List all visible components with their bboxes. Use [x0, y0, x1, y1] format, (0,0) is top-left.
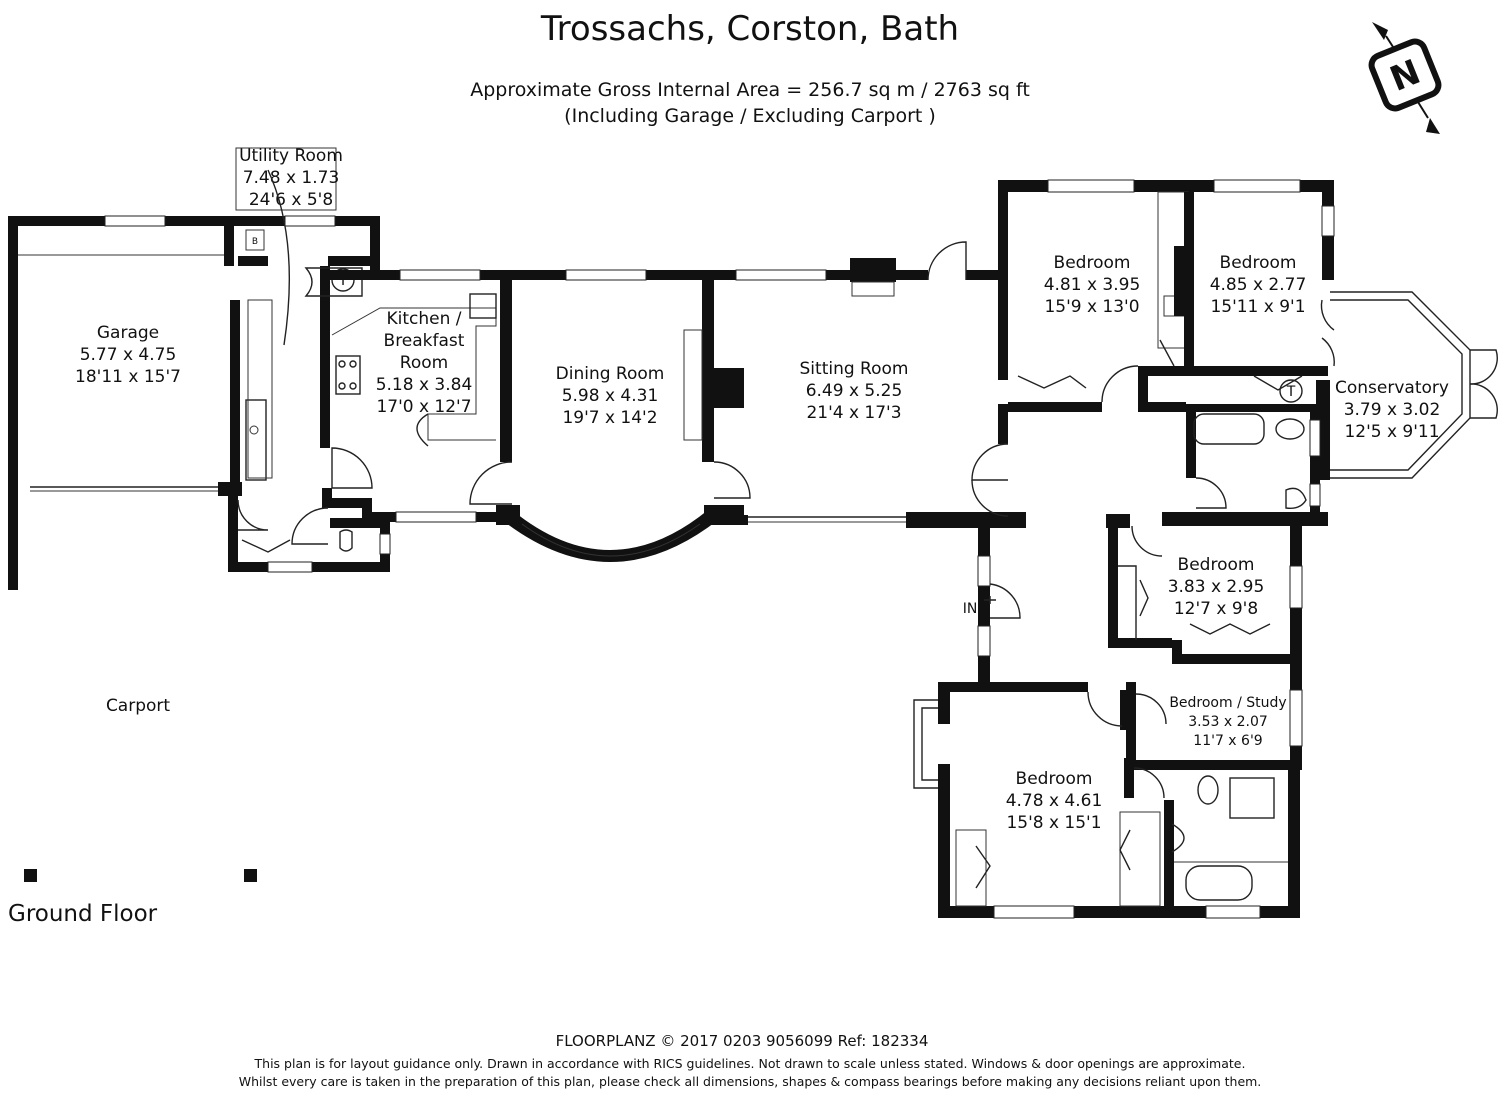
utility-metric: 7.48 x 1.73 — [243, 168, 340, 188]
kitchen-walls — [320, 269, 520, 525]
bedroom-1-imperial: 15'9 x 13'0 — [1044, 297, 1139, 317]
entrance-label: IN — [963, 601, 978, 617]
floor-label: Ground Floor — [8, 901, 158, 927]
bedroom-3-imperial: 12'7 x 9'8 — [1174, 599, 1258, 619]
garage-name: Garage — [97, 323, 159, 343]
bedroom-3-walls — [1108, 526, 1303, 770]
garage-imperial: 18'11 x 15'7 — [75, 367, 181, 387]
hall-walls — [977, 526, 1021, 686]
utility-imperial: 24'6 x 5'8 — [249, 190, 333, 210]
footer-disclaimer-1: This plan is for layout guidance only. D… — [254, 1056, 1246, 1071]
garage-walls — [8, 215, 376, 590]
sitting-walls — [708, 180, 1026, 528]
study-metric: 3.53 x 2.07 — [1188, 714, 1268, 730]
bedroom-3-metric: 3.83 x 2.95 — [1168, 577, 1265, 597]
bedroom-2-metric: 4.85 x 2.77 — [1210, 275, 1307, 295]
conservatory-imperial: 12'5 x 9'11 — [1344, 422, 1439, 442]
dining-metric: 5.98 x 4.31 — [562, 386, 659, 406]
conservatory-name: Conservatory — [1335, 378, 1449, 398]
gross-area: Approximate Gross Internal Area = 256.7 … — [470, 79, 1030, 101]
study-imperial: 11'7 x 6'9 — [1193, 733, 1262, 749]
footer-disclaimer-2: Whilst every care is taken in the prepar… — [239, 1074, 1262, 1089]
carport-post-right — [244, 869, 257, 882]
kitchen-name-3: Room — [400, 353, 448, 373]
boiler-symbol: B — [252, 237, 258, 247]
sitting-name: Sitting Room — [800, 359, 909, 379]
kitchen-imperial: 17'0 x 12'7 — [376, 397, 471, 417]
bedroom-1-metric: 4.81 x 3.95 — [1044, 275, 1141, 295]
dining-walls — [502, 269, 751, 562]
footer-company: FLOORPLANZ © 2017 0203 9056099 Ref: 1823… — [556, 1032, 929, 1050]
utility-label-box — [235, 147, 337, 211]
bedroom-1-name: Bedroom — [1054, 253, 1131, 273]
tank-symbol-2: T — [1286, 384, 1296, 400]
utility-doors — [237, 447, 373, 553]
bedroom-2-name: Bedroom — [1220, 253, 1297, 273]
carport-post-left — [24, 869, 37, 882]
bedroom-3-name: Bedroom — [1178, 555, 1255, 575]
tank-symbol-1: T — [338, 273, 348, 289]
utility-pointer-line — [267, 169, 291, 346]
sitting-metric: 6.49 x 5.25 — [806, 381, 903, 401]
bathroom-walls — [1106, 404, 1328, 557]
kitchen-name-2: Breakfast — [384, 331, 465, 351]
bedroom-1-walls — [998, 179, 1334, 412]
utility-walls — [228, 216, 391, 573]
bedroom-2-imperial: 15'11 x 9'1 — [1210, 297, 1305, 317]
bedroom-4-metric: 4.78 x 4.61 — [1006, 791, 1103, 811]
compass-letter: N — [1385, 52, 1426, 100]
bedroom-4-imperial: 15'8 x 15'1 — [1006, 813, 1101, 833]
conservatory-metric: 3.79 x 3.02 — [1344, 400, 1441, 420]
sitting-imperial: 21'4 x 17'3 — [806, 403, 901, 423]
carport-name: Carport — [106, 696, 170, 716]
study-name: Bedroom / Study — [1169, 695, 1286, 711]
plan-title: Trossachs, Corston, Bath — [540, 9, 959, 49]
bedroom-2-walls — [1174, 179, 1335, 391]
compass-icon: N — [1368, 22, 1442, 134]
kitchen-metric: 5.18 x 3.84 — [376, 375, 473, 395]
garage-metric: 5.77 x 4.75 — [80, 345, 177, 365]
utility-name: Utility Room — [239, 146, 343, 166]
bedroom-4-name: Bedroom — [1016, 769, 1093, 789]
bedroom-4-walls — [913, 682, 1300, 919]
dining-imperial: 19'7 x 14'2 — [562, 408, 657, 428]
dining-name: Dining Room — [556, 364, 665, 384]
area-note: (Including Garage / Excluding Carport ) — [564, 105, 936, 127]
kitchen-name-1: Kitchen / — [386, 309, 461, 329]
water-tank-icon-2 — [1279, 379, 1303, 403]
